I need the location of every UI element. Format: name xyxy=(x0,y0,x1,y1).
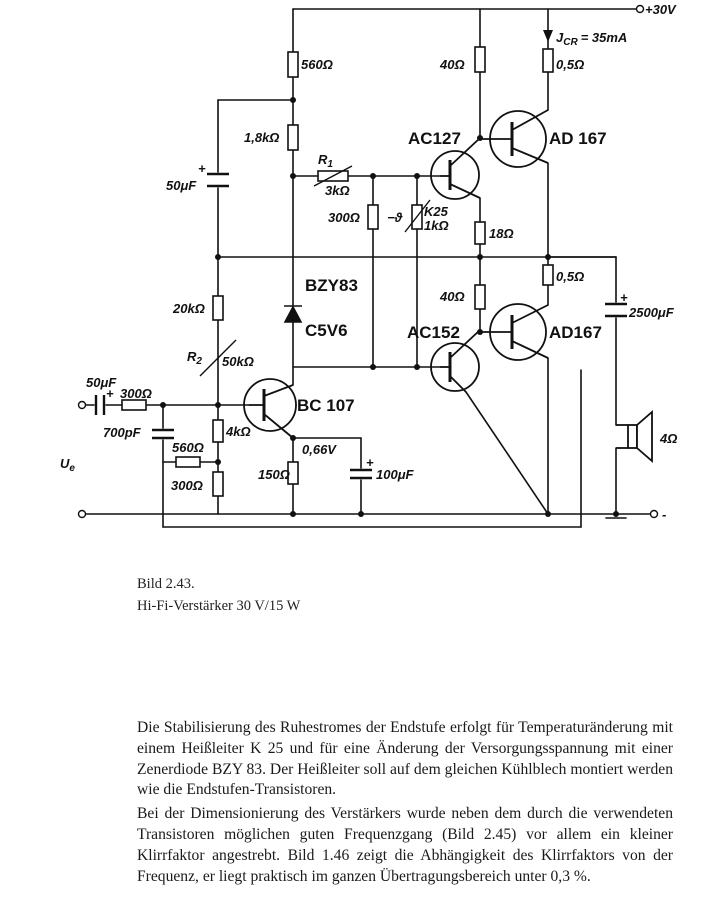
minus-label: - xyxy=(662,507,666,522)
c700-label: 700pF xyxy=(103,425,142,440)
bc107-label: BC 107 xyxy=(297,396,355,415)
r1-name-label: R1 xyxy=(318,152,333,170)
v066-label: 0,66V xyxy=(302,442,337,457)
r05-top-label: 0,5Ω xyxy=(556,57,584,72)
speaker-label: 4Ω xyxy=(659,431,677,446)
r560-top-label: 560Ω xyxy=(301,57,333,72)
r05-low-label: 0,5Ω xyxy=(556,269,584,284)
r4k-label: 4kΩ xyxy=(225,424,251,439)
k25-name-label: K25 xyxy=(424,204,449,219)
r40-top-label: 40Ω xyxy=(439,57,465,72)
cin-label: 50μF xyxy=(86,375,117,390)
r150-label: 150Ω xyxy=(258,467,290,482)
paragraph: Die Stabilisierung des Ruhestromes der E… xyxy=(137,719,673,799)
bzy83-label: BZY83 xyxy=(305,276,358,295)
amplifier-schematic: +30V - JCR= 35mA 560Ω 40Ω 0,5Ω 1,8kΩ AC1… xyxy=(60,2,677,528)
k25-value-label: 1kΩ xyxy=(424,218,449,233)
r560-low-label: 560Ω xyxy=(172,440,204,455)
c5v6-label: C5V6 xyxy=(305,321,348,340)
cin-plus-label: + xyxy=(106,386,114,401)
r300-low-label: 300Ω xyxy=(171,478,203,493)
ac152-label: AC152 xyxy=(407,323,460,342)
figure-number: Bild 2.43. xyxy=(137,576,195,592)
r20k-label: 20kΩ xyxy=(172,301,205,316)
r300-mid-label: 300Ω xyxy=(328,210,360,225)
rin-label: 300Ω xyxy=(120,386,152,401)
c2500-label: 2500μF xyxy=(628,305,675,320)
c50-plus-label: + xyxy=(198,161,206,176)
theta-label: −ϑ xyxy=(387,210,403,225)
r18k-label: 1,8kΩ xyxy=(244,130,279,145)
paragraph: Bei der Dimensionierung des Verstärkers … xyxy=(137,805,673,885)
c100-plus-label: + xyxy=(366,455,374,470)
r1-value-label: 3kΩ xyxy=(325,183,350,198)
c2500-plus-label: + xyxy=(620,290,628,305)
r18-label: 18Ω xyxy=(489,226,514,241)
r40-low-label: 40Ω xyxy=(439,289,465,304)
body-text: Die Stabilisierung des Ruhestromes der E… xyxy=(137,718,673,890)
ad167-top-label: AD 167 xyxy=(549,129,607,148)
c100-label: 100μF xyxy=(376,467,415,482)
supply-label: +30V xyxy=(645,2,677,17)
c50-label: 50μF xyxy=(166,178,197,193)
r2-value-label: 50kΩ xyxy=(222,354,254,369)
ac127-label: AC127 xyxy=(408,129,461,148)
r2-name-label: R2 xyxy=(187,349,202,367)
ue-label: Ue xyxy=(60,456,75,474)
ad167-low-label: AD167 xyxy=(549,323,602,342)
icr-label: JCR= 35mA xyxy=(556,30,627,48)
figure-title: Hi-Fi-Verstärker 30 V/15 W xyxy=(137,598,301,614)
